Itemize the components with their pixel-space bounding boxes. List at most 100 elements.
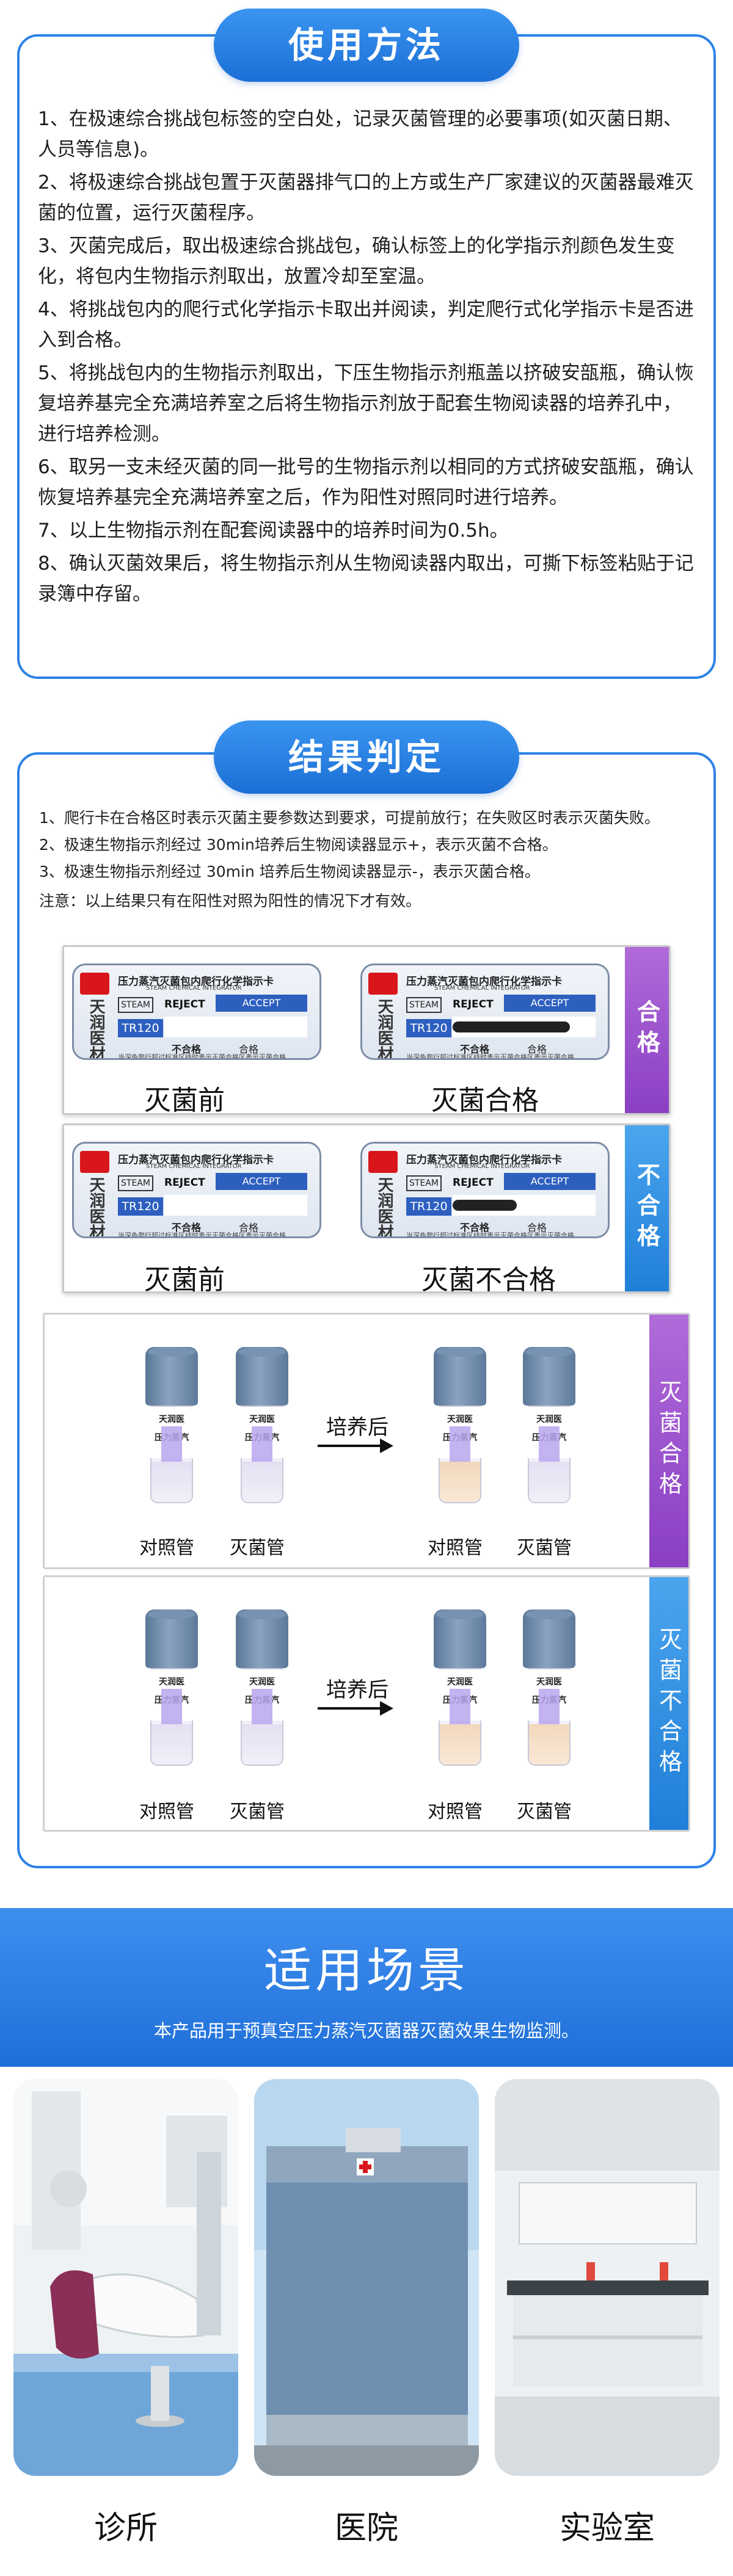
tube-brand: 天润医 bbox=[536, 1677, 562, 1687]
card-accept: ACCEPT bbox=[216, 995, 307, 1012]
card-fail-label: 不合格 bbox=[460, 1043, 490, 1055]
brand-logo: 天润医材 bbox=[80, 1151, 109, 1236]
card-brand: 天润医材 bbox=[87, 998, 105, 1060]
clinic-illustration bbox=[13, 2079, 238, 2476]
brand-logo: 天润医材 bbox=[80, 973, 109, 1058]
tube-brand: 天润医 bbox=[249, 1415, 275, 1424]
card-fail-label: 不合格 bbox=[460, 1222, 490, 1233]
tube-window bbox=[252, 1689, 272, 1725]
tube-brand: 天润医 bbox=[447, 1415, 473, 1424]
card-model: TR120 bbox=[118, 1197, 163, 1216]
caption-before-fail: 灭菌前 bbox=[144, 1264, 225, 1296]
tube-cap bbox=[434, 1347, 486, 1406]
control-tube-after: 天润医压力蒸汽 bbox=[434, 1347, 486, 1506]
scenario-caption-hospital: 医院 bbox=[334, 2510, 398, 2547]
tube-panel-fail: 灭菌不合格 bbox=[43, 1575, 690, 1832]
tube-window bbox=[539, 1689, 560, 1725]
card-title: 压力蒸汽灭菌包内爬行化学指示卡 bbox=[118, 976, 274, 988]
card-accept: ACCEPT bbox=[216, 1173, 307, 1190]
tube-cap bbox=[434, 1609, 486, 1668]
logo-icon bbox=[80, 1151, 109, 1173]
result-note: 注意：以上结果只有在阳性对照为阳性的情况下才有效。 bbox=[39, 892, 421, 910]
hospital-illustration bbox=[254, 2079, 479, 2476]
tube-medium bbox=[151, 1724, 192, 1765]
caption-after-pass: 灭菌合格 bbox=[431, 1085, 539, 1116]
results-notes: 1、爬行卡在合格区时表示灭菌主要参数达到要求，可提前放行；在失败区时表示灭菌失败… bbox=[39, 805, 699, 915]
tube-caption-control: 对照管 bbox=[428, 1801, 483, 1823]
card-hint: 当深色爬行超过标准区线时表示灭菌合格区表示灭菌合格 bbox=[406, 1232, 574, 1238]
card-subtitle: STEAM CHEMICAL INTEGRATOR bbox=[434, 985, 530, 992]
scenario-title: 适用场景 bbox=[263, 1943, 469, 1998]
sterilized-tube-after: 天润医压力蒸汽 bbox=[523, 1347, 575, 1506]
card-reject: REJECT bbox=[164, 1177, 205, 1189]
result-note: 2、极速生物指示剂经过 30min培养后生物阅读器显示+，表示灭菌不合格。 bbox=[39, 836, 558, 854]
card-brand: 天润医材 bbox=[375, 1177, 393, 1238]
result-note: 3、极速生物指示剂经过 30min 培养后生物阅读器显示-，表示灭菌合格。 bbox=[39, 863, 540, 880]
tube-medium bbox=[242, 1462, 282, 1502]
usage-step: 4、将挑战包内的爬行式化学指示卡取出并阅读，判定爬行式化学指示卡是否进入到合格。 bbox=[38, 299, 694, 351]
tube-brand: 天润医 bbox=[159, 1415, 184, 1424]
tube-window bbox=[450, 1426, 470, 1463]
logo-icon bbox=[368, 1151, 398, 1173]
usage-step: 8、确认灭菌效果后，将生物指示剂从生物阅读器内取出，可撕下标签粘贴于记录簿中存留… bbox=[38, 553, 694, 605]
tube-caption-sterilized: 灭菌管 bbox=[230, 1801, 285, 1823]
hospital-image bbox=[254, 2079, 479, 2476]
card-subtitle: STEAM CHEMICAL INTEGRATOR bbox=[146, 1163, 242, 1170]
usage-step: 3、灭菌完成后，取出极速综合挑战包，确认标签上的化学指示剂颜色发生变化，将包内生… bbox=[38, 235, 675, 288]
tube-brand: 天润医 bbox=[249, 1677, 275, 1687]
usage-step: 6、取另一支未经灭菌的同一批号的生物指示剂以相同的方式挤破安瓿瓶，确认恢复培养基… bbox=[38, 456, 694, 509]
card-steam: STEAM bbox=[406, 997, 442, 1013]
card-accept: ACCEPT bbox=[504, 995, 596, 1012]
card-pass-label: 合格 bbox=[239, 1043, 259, 1055]
indicator-progress-bar bbox=[453, 1021, 570, 1032]
card-model: TR120 bbox=[406, 1197, 451, 1216]
pass-tag: 合格 bbox=[625, 947, 669, 1113]
tube-cap bbox=[145, 1609, 198, 1668]
tube-brand: 天润医 bbox=[536, 1415, 562, 1424]
logo-icon bbox=[368, 973, 398, 995]
card-fail-label: 不合格 bbox=[172, 1043, 202, 1055]
card-track bbox=[164, 1195, 307, 1216]
brand-logo: 天润医材 bbox=[368, 1151, 398, 1236]
tube-window bbox=[450, 1689, 470, 1725]
card-subtitle: STEAM CHEMICAL INTEGRATOR bbox=[434, 1163, 530, 1170]
arrow-label: 培养后 bbox=[326, 1415, 388, 1440]
card-fail-label: 不合格 bbox=[172, 1222, 202, 1233]
control-tube-after: 天润医压力蒸汽 bbox=[434, 1609, 486, 1768]
indicator-progress-bar bbox=[453, 1200, 517, 1211]
arrow-icon bbox=[318, 1439, 393, 1453]
usage-step: 7、以上生物指示剂在配套阅读器中的培养时间为0.5h。 bbox=[38, 520, 509, 542]
tube-cap bbox=[236, 1347, 288, 1406]
caption-before-pass: 灭菌前 bbox=[144, 1085, 225, 1116]
scenario-banner: 适用场景 本产品用于预真空压力蒸汽灭菌器灭菌效果生物监测。 bbox=[0, 1908, 733, 2067]
usage-step: 2、将极速综合挑战包置于灭菌器排气口的上方或生产厂家建议的灭菌器最难灭菌的位置，… bbox=[38, 172, 694, 224]
sterilized-tube-before: 天润医压力蒸汽 bbox=[236, 1347, 288, 1506]
scenario-caption-clinic: 诊所 bbox=[93, 2510, 158, 2547]
tube-medium bbox=[529, 1462, 569, 1502]
usage-title: 使用方法 bbox=[214, 9, 519, 82]
control-tube-before: 天润医压力蒸汽 bbox=[145, 1609, 198, 1768]
tube-caption-sterilized: 灭菌管 bbox=[230, 1537, 285, 1559]
card-steam: STEAM bbox=[406, 1175, 442, 1191]
usage-step: 5、将挑战包内的生物指示剂取出，下压生物指示剂瓶盖以挤破安瓿瓶，确认恢复培养基完… bbox=[38, 362, 694, 445]
arrow-label: 培养后 bbox=[326, 1678, 388, 1702]
scenario-caption-laboratory: 实验室 bbox=[559, 2510, 655, 2547]
tube-caption-sterilized: 灭菌管 bbox=[517, 1801, 572, 1823]
tube-brand: 天润医 bbox=[159, 1677, 184, 1687]
card-accept: ACCEPT bbox=[504, 1173, 596, 1190]
card-reject: REJECT bbox=[453, 1177, 494, 1189]
tube-window bbox=[539, 1426, 560, 1463]
tube-caption-control: 对照管 bbox=[428, 1537, 483, 1559]
tube-cap bbox=[523, 1609, 575, 1668]
result-note: 1、爬行卡在合格区时表示灭菌主要参数达到要求，可提前放行；在失败区时表示灭菌失败… bbox=[39, 809, 660, 827]
tube-cap bbox=[236, 1609, 288, 1668]
card-pass-label: 合格 bbox=[527, 1222, 547, 1233]
scenario-subtitle: 本产品用于预真空压力蒸汽灭菌器灭菌效果生物监测。 bbox=[153, 2020, 579, 2041]
card-hint: 当深色爬行超过标准区线时表示灭菌合格区表示灭菌合格 bbox=[118, 1053, 286, 1060]
tube-medium bbox=[242, 1724, 282, 1765]
card-pass-label: 合格 bbox=[239, 1222, 259, 1233]
card-model: TR120 bbox=[118, 1019, 163, 1037]
